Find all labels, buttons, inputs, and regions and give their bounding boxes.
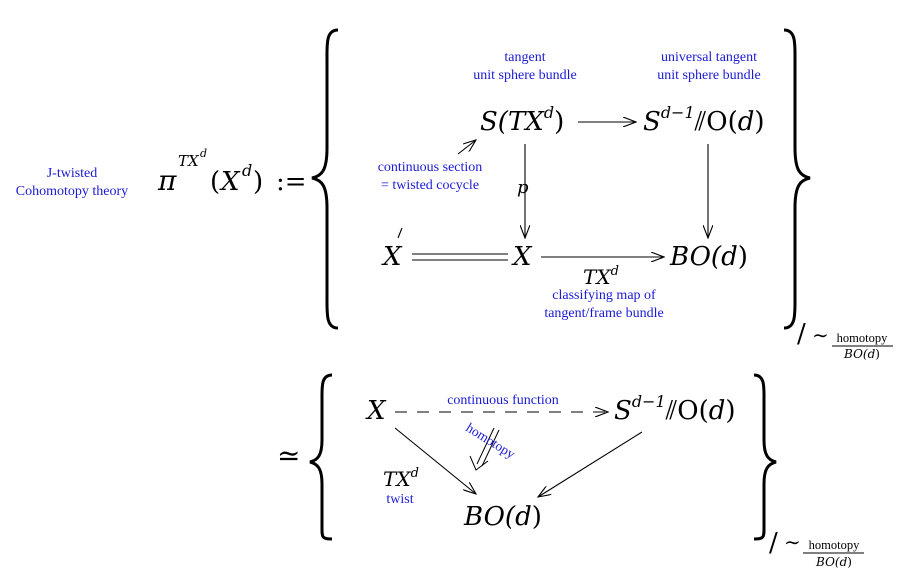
- sphere-bottom-quot: ⫽: [665, 396, 678, 426]
- top-quotient-den-d: d: [868, 347, 876, 361]
- pi-superscript-exp: d: [200, 147, 207, 160]
- bottom-quotient-numerator: homotopy: [809, 538, 860, 552]
- section-label-line1: continuous section: [378, 160, 483, 175]
- svg-text:BO(d): BO(d): [843, 347, 880, 361]
- svg-text:TXd: TXd: [383, 466, 419, 491]
- classifying-label-line2: tangent/frame bundle: [544, 306, 663, 321]
- twist-exp: d: [411, 466, 419, 481]
- bo-top-d: d: [721, 242, 738, 272]
- top-quotient-slash: /: [797, 319, 806, 349]
- node-bo-top: BO(d): [669, 242, 748, 272]
- node-s-tx: S(TXd): [480, 103, 564, 137]
- pi-symbol: π: [157, 164, 177, 197]
- bottom-right-brace: [753, 373, 777, 541]
- bottom-quotient-slash: /: [769, 528, 778, 558]
- bottom-node-x: X: [365, 396, 387, 426]
- twist-label: twist: [386, 492, 413, 507]
- tangent-label-line2: unit sphere bundle: [473, 68, 576, 83]
- section-arrow-dash-upper: [457, 140, 476, 155]
- simeq-symbol: ≃: [277, 439, 300, 472]
- universal-label-line1: universal tangent: [661, 50, 757, 65]
- bottom-map-exp: d: [611, 264, 619, 279]
- homotopy-2-cell: [469, 427, 500, 471]
- section-arrow-dash-lower: [397, 227, 403, 239]
- svg-text:BO(d): BO(d): [463, 502, 542, 532]
- sphere-top-quot: ⫽: [694, 107, 707, 137]
- sphere-top-exp: d−1: [661, 103, 695, 122]
- sphere-top-s: S: [643, 107, 661, 137]
- node-x-mid: X: [511, 242, 533, 272]
- top-left-brace: [311, 28, 339, 330]
- top-quotient-sim: ∼: [812, 323, 829, 347]
- function-label: continuous function: [447, 393, 559, 408]
- node-sphere-top: Sd−1⫽O(d): [643, 103, 765, 137]
- bottom-quotient-den-d: d: [840, 555, 848, 569]
- section-label-line2: = twisted cocycle: [381, 178, 479, 193]
- bo-bottom-b: BO(: [463, 502, 516, 532]
- top-quotient-numerator: homotopy: [837, 331, 888, 345]
- left-label-line1: J-twisted: [47, 166, 98, 181]
- svg-text:Sd−1⫽O(d): Sd−1⫽O(d): [643, 103, 765, 137]
- twist-tx: TX: [383, 467, 411, 491]
- s-tx-close: ): [554, 107, 564, 137]
- top-quotient: / ∼ homotopy BO(d): [797, 319, 893, 361]
- sphere-bottom-o: O(: [677, 396, 708, 426]
- sphere-bottom-d: d: [709, 396, 726, 426]
- homotopy-label: homotopy: [463, 420, 518, 462]
- bottom-quotient: / ∼ homotopy BO(d): [769, 528, 864, 569]
- lhs-base-x: X: [219, 167, 241, 197]
- lhs-exp-d: d: [242, 161, 252, 180]
- lhs-paren-close: ): [253, 167, 263, 197]
- svg-text:Sd−1⫽O(d): Sd−1⫽O(d): [614, 392, 736, 426]
- top-right-brace: [783, 28, 811, 330]
- bo-top-b: BO(: [669, 242, 722, 272]
- sphere-bottom-exp: d−1: [632, 392, 666, 411]
- bo-bottom-d: d: [515, 502, 532, 532]
- sphere-bottom-close: ): [725, 396, 735, 426]
- left-label-line2: Cohomotopy theory: [16, 184, 128, 199]
- svg-text:S(TXd): S(TXd): [480, 103, 564, 137]
- top-quotient-den-close: ): [875, 347, 880, 361]
- s-tx-s: S(: [480, 107, 509, 137]
- node-sphere-bottom: Sd−1⫽O(d): [614, 392, 736, 426]
- lhs-expression: π TX d ( X d ) :=: [157, 147, 307, 197]
- s-tx-exp: d: [544, 103, 554, 122]
- arrow-sphere-to-bo: [538, 431, 643, 497]
- bottom-quotient-den-close: ): [847, 555, 852, 569]
- tangent-label-line1: tangent: [504, 50, 545, 65]
- sphere-top-o: O(: [706, 107, 737, 137]
- bottom-left-brace: [309, 373, 333, 541]
- universal-label-line2: unit sphere bundle: [657, 68, 760, 83]
- bo-bottom-close: ): [532, 502, 542, 532]
- defeq-symbol: :=: [276, 167, 307, 197]
- left-label: J-twisted Cohomotopy theory: [16, 166, 128, 199]
- p-label: p: [517, 177, 529, 198]
- lhs-paren-open: (: [210, 167, 220, 197]
- arrow-x-to-bo: [394, 427, 476, 494]
- svg-text:TXd: TXd: [583, 264, 619, 289]
- sphere-top-d: d: [738, 107, 755, 137]
- bottom-quotient-den-bo: BO(: [815, 555, 840, 569]
- node-bo-bottom: BO(d): [463, 502, 542, 532]
- sphere-bottom-s: S: [614, 396, 632, 426]
- top-quotient-den-bo: BO(: [843, 347, 868, 361]
- node-x-left: X: [381, 242, 403, 272]
- s-tx-tx: TX: [508, 107, 545, 137]
- bo-top-close: ): [738, 242, 748, 272]
- bottom-quotient-sim: ∼: [784, 530, 801, 554]
- svg-text:BO(d): BO(d): [815, 555, 852, 569]
- sphere-top-close: ): [754, 107, 764, 137]
- bottom-map-tx: TX: [583, 265, 611, 289]
- svg-text:BO(d): BO(d): [669, 242, 748, 272]
- classifying-label-line1: classifying map of: [552, 288, 656, 303]
- pi-superscript-base: TX: [178, 152, 200, 170]
